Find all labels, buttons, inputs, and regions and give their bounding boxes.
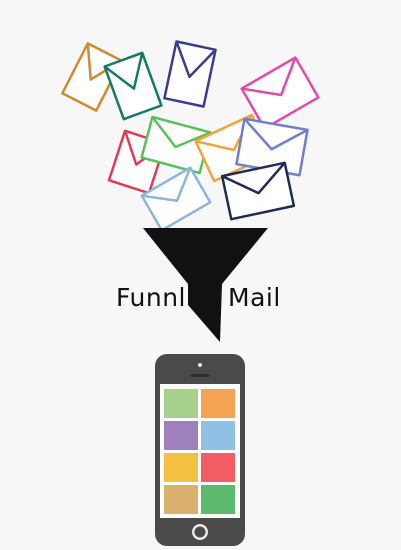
brand-name-left: Funnl (116, 283, 186, 312)
app-tile-purple (164, 421, 198, 450)
app-tile-tan (164, 485, 198, 514)
brand-name-right: Mail (228, 283, 281, 312)
envelope-dark-navy-icon (220, 161, 296, 221)
app-grid (164, 389, 235, 514)
phone-camera (198, 363, 202, 367)
app-tile-green (164, 389, 198, 418)
envelopes-group (61, 40, 320, 232)
app-tile-orange (201, 389, 235, 418)
envelope-pink-icon (240, 56, 320, 130)
envelope-navy-top-icon (163, 40, 217, 108)
app-tile-yellow (164, 453, 198, 482)
envelope-teal-top-icon (103, 51, 163, 121)
envelope-light-blue-icon (140, 166, 212, 232)
app-tile-red (201, 453, 235, 482)
app-tile-blue (201, 421, 235, 450)
envelope-periwinkle-icon (235, 117, 309, 177)
smartphone-icon (155, 354, 245, 546)
app-tile-dark-green (201, 485, 235, 514)
phone-speaker (191, 374, 209, 377)
funnel-icon (143, 228, 268, 342)
